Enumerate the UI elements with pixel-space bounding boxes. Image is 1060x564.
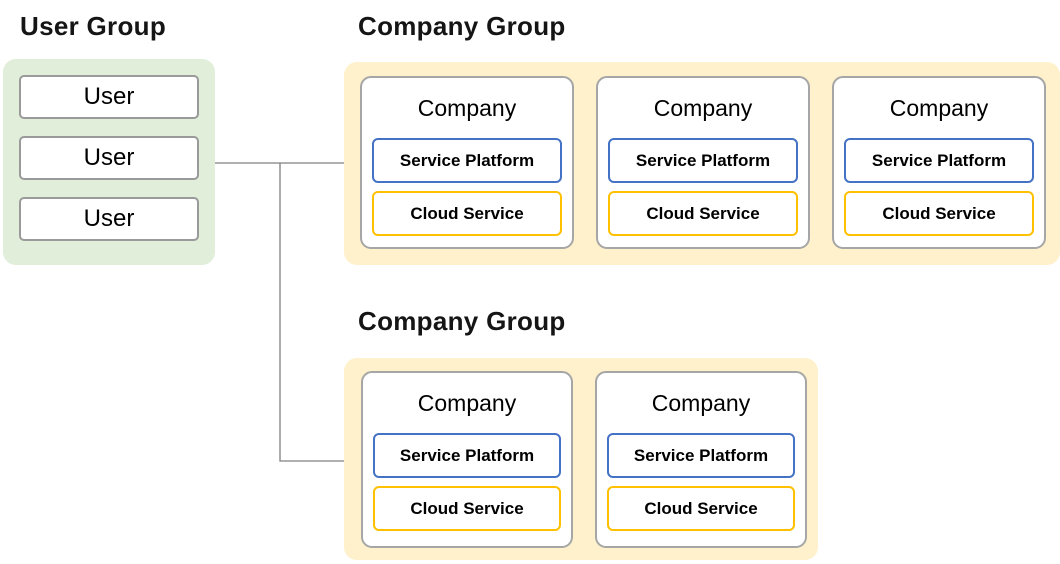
- user-box: User: [19, 75, 199, 119]
- company-name: Company: [417, 389, 517, 416]
- company-group-bottom-panel: Company Service Platform Cloud Service C…: [344, 358, 818, 560]
- user-box: User: [19, 136, 199, 180]
- company-name: Company: [889, 94, 989, 121]
- cloud-service-box: Cloud Service: [844, 191, 1034, 236]
- cloud-service-box: Cloud Service: [373, 486, 561, 531]
- company-card: Company Service Platform Cloud Service: [595, 371, 807, 548]
- company-card: Company Service Platform Cloud Service: [832, 76, 1046, 249]
- service-platform-box: Service Platform: [373, 433, 561, 478]
- service-platform-box: Service Platform: [607, 433, 795, 478]
- cloud-service-box: Cloud Service: [372, 191, 562, 236]
- company-card: Company Service Platform Cloud Service: [361, 371, 573, 548]
- service-platform-box: Service Platform: [844, 138, 1034, 183]
- cloud-service-box: Cloud Service: [608, 191, 798, 236]
- company-group-top-title: Company Group: [358, 11, 566, 41]
- company-group-top-panel: Company Service Platform Cloud Service C…: [344, 62, 1060, 265]
- company-group-bottom-title: Company Group: [358, 306, 566, 336]
- company-name: Company: [417, 94, 517, 121]
- user-box: User: [19, 197, 199, 241]
- service-platform-box: Service Platform: [608, 138, 798, 183]
- service-platform-box: Service Platform: [372, 138, 562, 183]
- connector-user-to-bottom-group: [279, 163, 348, 462]
- user-group-panel: User User User: [3, 59, 215, 265]
- company-name: Company: [653, 94, 753, 121]
- user-group-title: User Group: [20, 11, 167, 41]
- company-name: Company: [651, 389, 751, 416]
- company-card: Company Service Platform Cloud Service: [360, 76, 574, 249]
- cloud-service-box: Cloud Service: [607, 486, 795, 531]
- company-card: Company Service Platform Cloud Service: [596, 76, 810, 249]
